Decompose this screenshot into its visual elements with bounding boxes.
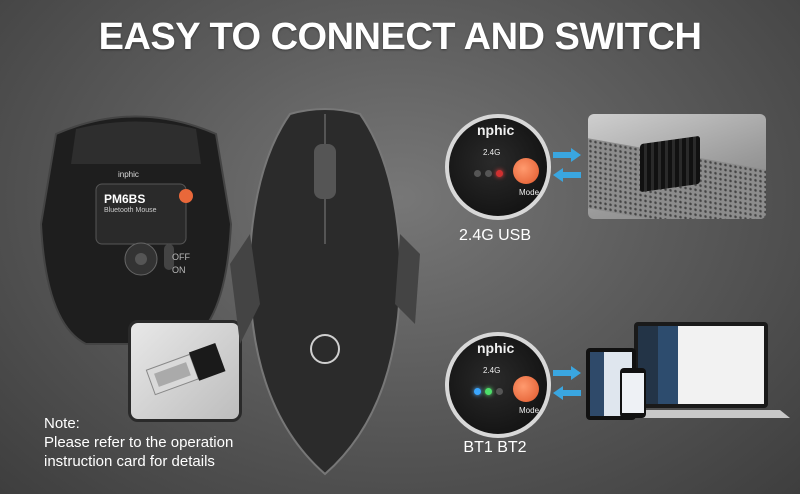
note-block: Note: Please refer to the operation inst…	[44, 414, 304, 471]
mouse-bottom-brand: inphic	[118, 170, 139, 179]
usb-receiver-inset	[128, 320, 242, 422]
mode-indicator-circle-usb: nphic 2.4G Mode	[445, 114, 551, 220]
switch-on-label: ON	[172, 265, 186, 275]
mode-button	[513, 158, 539, 184]
mode-label: Mode	[519, 188, 540, 197]
arrow-right-icon	[553, 148, 581, 162]
led-off-indicator	[496, 388, 503, 395]
switch-off-label: OFF	[172, 252, 190, 262]
mouse-bottom-subtitle: Bluetooth Mouse	[104, 207, 157, 214]
note-line: Please refer to the operation	[44, 434, 234, 451]
led-red-indicator	[496, 170, 503, 177]
mode-label: Mode	[519, 406, 540, 415]
usb-dongle-plugged	[640, 135, 700, 193]
led-red-indicator	[474, 170, 481, 177]
indicator-label: 2.4G	[483, 366, 501, 375]
note-line: instruction card for details	[44, 453, 215, 470]
arrow-left-icon	[553, 168, 581, 182]
mouse-bottom-model: PM6BS	[104, 192, 146, 206]
note-heading: Note:	[44, 415, 80, 432]
arrow-left-icon	[553, 386, 581, 400]
caption-usb: 2.4G USB	[458, 227, 532, 244]
circle-brand: nphic	[477, 340, 515, 356]
led-green-indicator	[485, 388, 492, 395]
circle-brand: nphic	[477, 122, 515, 138]
mode-indicator-circle-bt: nphic 2.4G Mode	[445, 332, 551, 438]
mode-button	[513, 376, 539, 402]
mouse-bottom-view	[39, 115, 233, 345]
indicator-label: 2.4G	[483, 148, 501, 157]
led-red-indicator	[485, 170, 492, 177]
caption-bt: BT1 BT2	[463, 439, 527, 456]
page-title: EASY TO CONNECT AND SWITCH	[98, 16, 702, 58]
usb-receiver-icon	[145, 342, 226, 396]
devices-laptop-tablet-phone	[586, 322, 790, 420]
mouse-top-view	[230, 108, 420, 476]
arrow-right-icon	[553, 366, 581, 380]
led-blue-indicator	[474, 388, 481, 395]
